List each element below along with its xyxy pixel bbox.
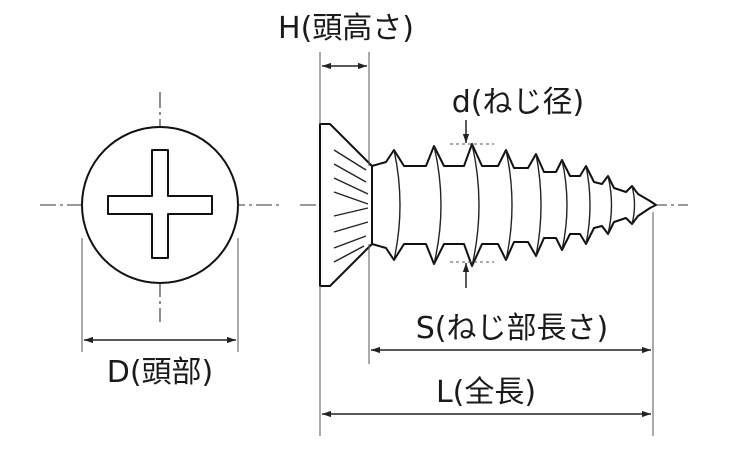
screw-shank bbox=[371, 143, 657, 267]
head-diameter-label: D(頭部) bbox=[107, 355, 214, 390]
head-underside-ribs bbox=[333, 149, 369, 263]
screw-side-view: H(頭高さ) d(ねじ径) S(ねじ部長さ) L(全長) bbox=[278, 11, 688, 436]
head-height-label: H(頭高さ) bbox=[278, 11, 414, 46]
head-top-view: D(頭部) bbox=[40, 92, 280, 390]
thread-diameter-label: d(ねじ径) bbox=[452, 85, 584, 120]
total-length-label: L(全長) bbox=[436, 375, 536, 410]
phillips-cross-recess bbox=[107, 149, 213, 259]
thread-crests bbox=[393, 143, 636, 267]
thread-length-label: S(ねじ部長さ) bbox=[416, 311, 608, 346]
countersunk-head bbox=[319, 123, 373, 287]
